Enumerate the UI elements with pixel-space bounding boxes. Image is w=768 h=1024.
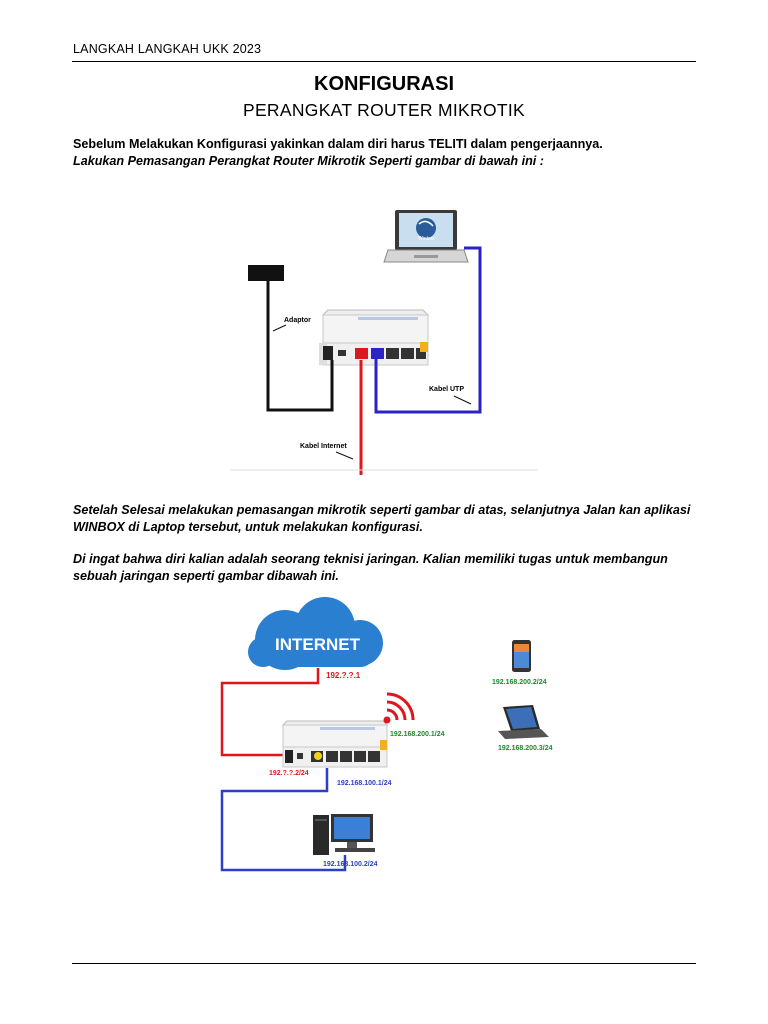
page-title: KONFIGURASI	[314, 73, 454, 95]
power-cable	[266, 281, 334, 412]
task-paragraph-line-2: sebuah jaringan seperti gambar dibawah i…	[73, 569, 339, 583]
laptop-icon	[498, 705, 549, 739]
router-device	[319, 309, 430, 366]
internet-cloud	[248, 597, 383, 670]
wifi-icon	[383, 692, 415, 724]
utp-label: Kabel UTP	[429, 386, 464, 393]
phone-ip: 192.168.200.2/24	[492, 679, 547, 686]
topology-diagram: INTERNET 192.?.?.1 192.168.200.1/24 192.…	[220, 597, 553, 872]
laptop-icon	[383, 210, 469, 263]
intro-paragraph: Sebelum Melakukan Konfigurasi yakinkan d…	[73, 137, 603, 151]
router-device	[281, 720, 389, 768]
footer-rule	[72, 963, 696, 964]
task-paragraph-line-1: Di ingat bahwa diri kalian adalah seoran…	[73, 552, 668, 566]
utp-cable	[374, 246, 482, 414]
header-rule	[72, 61, 696, 62]
winbox-paragraph-line-1: Setelah Selesai melakukan pemasangan mik…	[73, 503, 691, 517]
winbox-paragraph-line-2: WINBOX di Laptop tersebut, untuk melakuk…	[73, 520, 423, 534]
page-subtitle: PERANGKAT ROUTER MIKROTIK	[242, 100, 526, 120]
desktop-pc-icon	[313, 814, 375, 855]
power-adaptor	[248, 265, 284, 281]
winbox-label: Winbox	[418, 236, 435, 242]
adaptor-label: Adaptor	[284, 317, 311, 324]
internet-cable-label: Kabel Internet	[300, 443, 347, 450]
task-paragraph: Di ingat bahwa diri kalian adalah seoran…	[73, 551, 703, 585]
laptop-ip: 192.168.200.3/24	[498, 745, 553, 752]
wan-link	[220, 668, 320, 757]
smartphone-icon	[512, 640, 531, 672]
gateway-ip: 192.?.?.1	[326, 671, 361, 680]
cloud-label: INTERNET	[275, 635, 361, 654]
document-header: LANGKAH LANGKAH UKK 2023	[73, 42, 262, 56]
wlan-ip: 192.168.200.1/24	[390, 731, 445, 738]
lan-link	[220, 768, 347, 872]
wan-ip: 192.?.?.2/24	[269, 770, 309, 777]
instruction-paragraph: Lakukan Pemasangan Perangkat Router Mikr…	[73, 154, 544, 168]
pc-ip: 192.168.100.2/24	[323, 861, 378, 868]
winbox-paragraph: Setelah Selesai melakukan pemasangan mik…	[73, 502, 703, 536]
installation-diagram: Winbox Adaptor Kabel UTP Kabel Internet	[230, 210, 538, 475]
lan-ip: 192.168.100.1/24	[337, 780, 392, 787]
